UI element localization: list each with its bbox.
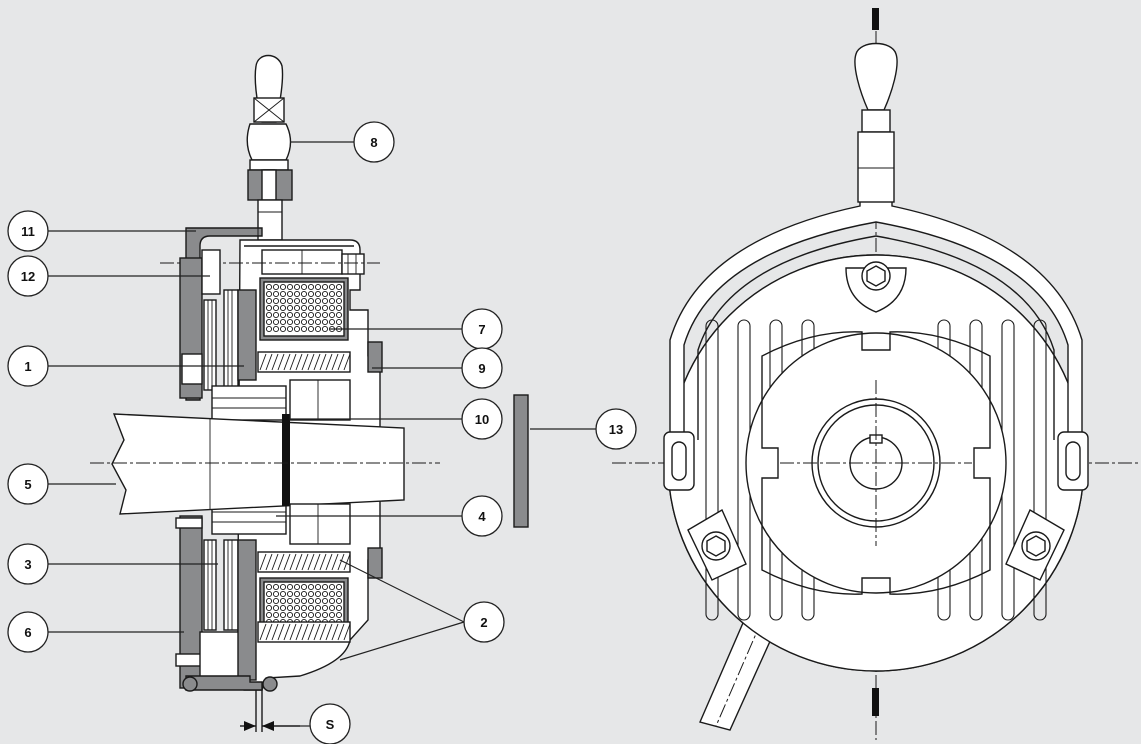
callout-circle	[7, 543, 49, 585]
callout-9: 9	[461, 347, 503, 389]
callout-circle	[7, 611, 49, 653]
callout-circle	[353, 121, 395, 163]
callout-1: 1	[7, 345, 49, 387]
front-lever	[854, 42, 898, 203]
callout-circle	[461, 495, 503, 537]
callout-10: 10	[461, 398, 503, 440]
callout-label: 5	[24, 477, 31, 492]
gap-label: S	[326, 717, 335, 732]
callout-label: 7	[478, 322, 485, 337]
sectional-view	[90, 54, 529, 732]
callout-circle	[7, 210, 49, 252]
cover-plate	[513, 394, 529, 528]
callout-label: 9	[478, 361, 485, 376]
coil-winding	[259, 277, 349, 641]
gap-label-marker: S	[309, 703, 351, 744]
callout-leaders	[48, 141, 596, 727]
callout-2: 2	[463, 601, 505, 643]
callout-label: 4	[478, 509, 486, 524]
callout-circle	[461, 398, 503, 440]
hub-and-shaft	[90, 200, 440, 545]
callout-circle	[7, 255, 49, 297]
callout-circle	[463, 601, 505, 643]
air-gap-dimension	[240, 690, 300, 732]
armature-and-rotor	[175, 227, 278, 692]
side-clips	[663, 431, 1089, 491]
callout-label: 1	[24, 359, 31, 374]
callout-7: 7	[461, 308, 503, 350]
callout-label: 11	[21, 224, 35, 239]
callout-label: 2	[480, 615, 487, 630]
callout-12: 12	[7, 255, 49, 297]
callout-label: 6	[24, 625, 31, 640]
callout-13: 13	[595, 408, 637, 450]
hand-release-lever	[246, 54, 293, 241]
callout-11: 11	[7, 210, 49, 252]
callout-6: 6	[7, 611, 49, 653]
callout-4: 4	[461, 495, 503, 537]
compression-springs	[257, 341, 383, 643]
callout-label: 8	[370, 135, 377, 150]
callout-circle	[595, 408, 637, 450]
front-view	[612, 8, 1141, 740]
callout-label: 13	[609, 422, 623, 437]
callout-circle	[7, 463, 49, 505]
callout-circle	[461, 347, 503, 389]
callout-circle	[7, 345, 49, 387]
callout-label: 12	[21, 269, 35, 284]
callout-3: 3	[7, 543, 49, 585]
callout-8: 8	[353, 121, 395, 163]
callout-label: 10	[475, 412, 489, 427]
mount-screws	[687, 508, 1065, 581]
callout-label: 3	[24, 557, 31, 572]
callout-5: 5	[7, 463, 49, 505]
